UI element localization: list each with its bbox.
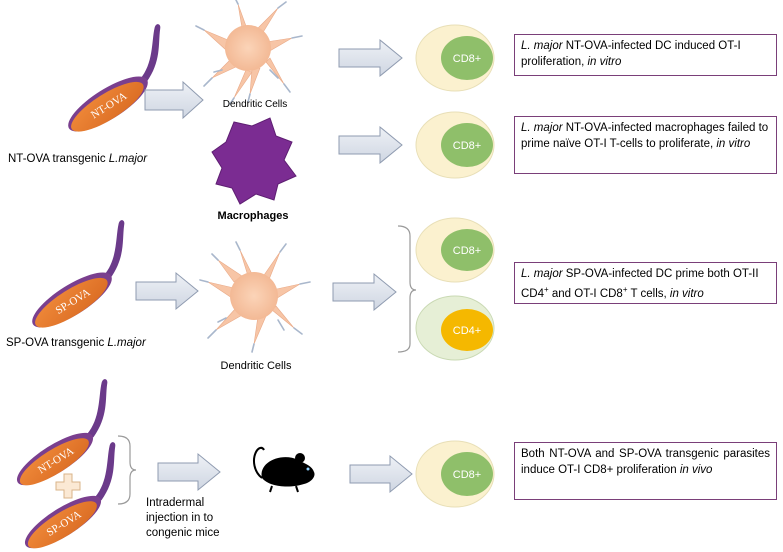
block-arrow-icon bbox=[157, 452, 221, 492]
result-text: Both NT-OVA and SP-OVA transgenic parasi… bbox=[521, 448, 770, 476]
injection-line: congenic mice bbox=[146, 527, 220, 539]
block-arrow-icon bbox=[338, 38, 403, 78]
result-condition: in vitro bbox=[669, 287, 704, 300]
macrophage-icon bbox=[211, 117, 297, 205]
result-condition: in vitro bbox=[587, 56, 622, 68]
plus-icon bbox=[55, 473, 81, 499]
leishmania-parasite-icon: NT-OVA bbox=[16, 379, 108, 486]
block-arrow-icon bbox=[332, 272, 397, 312]
block-arrow-icon bbox=[338, 125, 403, 165]
injection-line: injection in to bbox=[146, 512, 214, 524]
dendritic-cell-icon bbox=[199, 241, 311, 353]
leishmania-parasite-icon: SP-OVA bbox=[24, 442, 116, 549]
label-prefix: NT-OVA transgenic bbox=[8, 153, 109, 165]
nt-ova-transgenic-label: NT-OVA transgenic L.major bbox=[8, 152, 147, 166]
cd8-label: CD8+ bbox=[453, 245, 481, 257]
result-text: T cells, bbox=[627, 287, 670, 300]
result-condition: in vitro bbox=[716, 138, 751, 150]
dendritic-cells-label-top: Dendritic Cells bbox=[223, 99, 287, 110]
cd8-label: CD8+ bbox=[453, 469, 481, 481]
cd8-label: CD8+ bbox=[453, 53, 481, 65]
block-arrow-icon bbox=[349, 454, 413, 494]
leishmania-parasite-icon: SP-OVA bbox=[32, 220, 125, 328]
leishmania-parasite-icon: NT-OVA bbox=[68, 24, 161, 132]
t-cell-icon: CD8+ bbox=[415, 217, 495, 283]
t-cell-icon: CD8+ bbox=[415, 111, 495, 179]
superscript: + bbox=[622, 285, 628, 294]
injection-line: Intradermal bbox=[146, 497, 205, 509]
injection-label: Intradermal injection in to congenic mic… bbox=[146, 496, 220, 541]
result-box-1: L. major NT-OVA-infected DC induced OT-I… bbox=[514, 34, 777, 76]
result-text: and OT-I CD8 bbox=[548, 287, 623, 300]
block-arrow-icon bbox=[144, 80, 204, 120]
dendritic-cell-icon bbox=[195, 0, 303, 105]
result-text: SP-OVA-infected DC prime both OT-II CD4 bbox=[521, 268, 759, 300]
sp-ova-transgenic-label: SP-OVA transgenic L.major bbox=[6, 336, 146, 350]
t-cell-icon: CD4+ bbox=[415, 295, 495, 361]
species-name: L. major bbox=[521, 122, 563, 134]
t-cell-icon: CD8+ bbox=[415, 24, 495, 92]
species-name: L. major bbox=[521, 268, 563, 280]
result-box-3: L. major SP-OVA-infected DC prime both O… bbox=[514, 262, 777, 304]
species-name: L.major bbox=[107, 337, 146, 349]
cd4-label: CD4+ bbox=[453, 325, 481, 337]
label-prefix: SP-OVA transgenic bbox=[6, 337, 108, 349]
species-name: L. major bbox=[521, 40, 563, 52]
species-name: L.major bbox=[108, 153, 148, 165]
bracket-icon bbox=[397, 225, 417, 353]
result-text: NT-OVA-infected DC induced OT-I prolifer… bbox=[521, 40, 741, 68]
superscript: + bbox=[544, 285, 549, 294]
result-condition: in vivo bbox=[679, 464, 713, 476]
cd8-label: CD8+ bbox=[453, 140, 481, 152]
block-arrow-icon bbox=[135, 271, 199, 311]
mouse-icon bbox=[253, 446, 315, 493]
bracket-icon bbox=[117, 435, 137, 505]
dendritic-cells-label-mid: Dendritic Cells bbox=[221, 360, 292, 372]
result-text: NT-OVA-infected macrophages failed to pr… bbox=[521, 122, 769, 150]
t-cell-icon: CD8+ bbox=[415, 440, 495, 508]
result-box-2: L. major NT-OVA-infected macrophages fai… bbox=[514, 116, 777, 174]
macrophages-label: Macrophages bbox=[218, 210, 289, 222]
result-box-4: Both NT-OVA and SP-OVA transgenic parasi… bbox=[514, 442, 777, 500]
